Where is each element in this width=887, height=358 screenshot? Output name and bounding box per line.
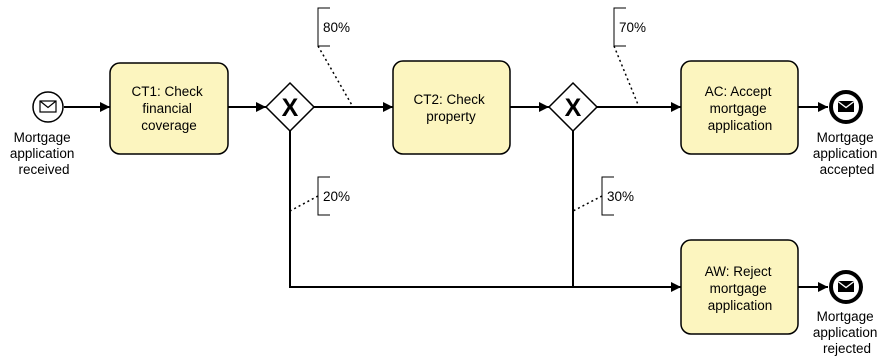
envelope-filled-icon <box>837 280 855 292</box>
end-rejected-label-line2: application <box>813 325 878 340</box>
task-ct2-label-line1: CT2: Check <box>413 92 485 107</box>
end-rejected-label-line1: Mortgage <box>817 309 874 324</box>
annotation-80: 80% <box>317 7 354 108</box>
annotation-30: 30% <box>572 176 634 216</box>
task-ac[interactable]: AC: Accept mortgage application <box>680 60 799 155</box>
task-ct2[interactable]: CT2: Check property <box>392 60 511 155</box>
task-ac-label-line3: application <box>708 118 773 133</box>
exclusive-gateway-2[interactable]: X <box>547 81 599 133</box>
svg-text:Mortgage application: Mortgage application received <box>10 130 78 177</box>
start-event-label-line1: Mortgage <box>14 130 71 145</box>
task-aw-label-line3: application <box>708 298 773 313</box>
task-ct2-label-line2: property <box>426 109 476 124</box>
task-ac-label-line1: AC: Accept <box>705 84 772 99</box>
envelope-outline-icon <box>39 100 57 113</box>
annotation-20: 20% <box>289 176 350 216</box>
start-event: Mortgage application received <box>10 91 78 177</box>
task-aw-label-line2: mortgage <box>710 281 767 296</box>
task-ct1-label-line3: coverage <box>141 118 197 133</box>
annotation-30-label: 30% <box>607 189 634 204</box>
svg-text:CT1: Check financial: CT1: Check financial coverage <box>131 84 206 133</box>
gateway-x-icon: X <box>565 94 582 122</box>
annotation-70: 70% <box>613 7 646 108</box>
end-event-rejected: Mortgage application rejected <box>813 270 881 356</box>
task-aw[interactable]: AW: Reject mortgage application <box>680 239 799 335</box>
svg-text:AW: Reject mortgage: AW: Reject mortgage application <box>705 264 776 313</box>
annotation-80-label: 80% <box>323 20 350 35</box>
task-ac-label-line2: mortgage <box>710 101 767 116</box>
annotation-70-label: 70% <box>619 20 646 35</box>
svg-text:Mortgage application: Mortgage application rejected <box>813 309 881 356</box>
envelope-filled-icon <box>837 100 855 112</box>
annotation-20-label: 20% <box>323 189 350 204</box>
start-event-label-line2: application <box>10 146 75 161</box>
task-ct1-label-line2: financial <box>142 101 192 116</box>
svg-text:AC: Accept mortgage: AC: Accept mortgage application <box>705 84 776 133</box>
task-aw-label-line1: AW: Reject <box>705 264 772 279</box>
exclusive-gateway-1[interactable]: X <box>264 81 316 133</box>
end-accepted-label-line2: application <box>813 146 878 161</box>
end-accepted-label-line1: Mortgage <box>817 130 874 145</box>
end-rejected-label-line3: rejected <box>823 341 871 356</box>
gateway-x-icon: X <box>282 94 299 122</box>
flow-g1-to-aw <box>289 131 681 292</box>
end-accepted-label-line3: accepted <box>820 162 875 177</box>
task-ct1-label-line1: CT1: Check <box>131 84 203 99</box>
start-event-label-line3: received <box>18 162 69 177</box>
task-ct1[interactable]: CT1: Check financial coverage <box>109 62 229 155</box>
svg-text:Mortgage application: Mortgage application accepted <box>813 130 881 177</box>
end-event-accepted: Mortgage application accepted <box>813 90 881 177</box>
svg-text:CT2: Check property: CT2: Check property <box>413 92 488 124</box>
